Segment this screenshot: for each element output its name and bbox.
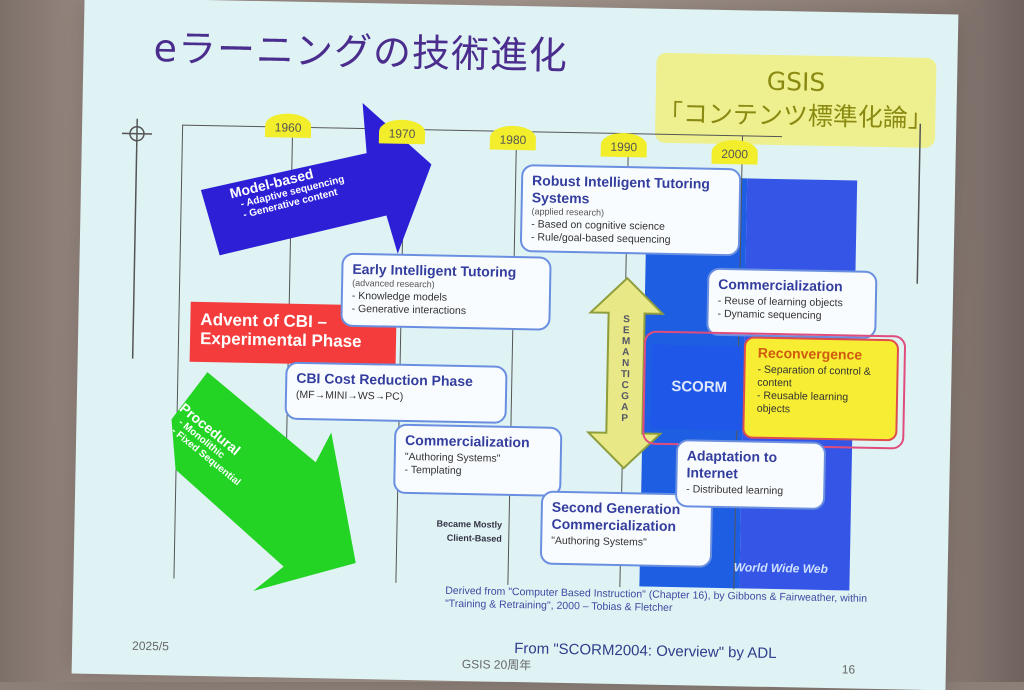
commercialization-2-items: - Reuse of learning objects - Dynamic se… (717, 294, 843, 322)
model-based-arrow (200, 103, 432, 256)
robust-its-items: - Based on cognitive science - Rule/goal… (530, 218, 671, 246)
commercialization-box-2: Commercialization - Reuse of learning ob… (706, 267, 878, 339)
cbi-cost-title: CBI Cost Reduction Phase (296, 369, 474, 390)
commercialization-2-title: Commercialization (718, 275, 843, 295)
adaptation-items: - Distributed learning (686, 483, 784, 498)
semantic-gap-arrow (585, 276, 666, 470)
timeline-left-line (131, 148, 138, 359)
robust-its-box: Robust Intelligent Tutoring Systems (app… (519, 164, 742, 257)
year-tab-1960: 1960 (264, 113, 312, 139)
robust-its-title: Robust Intelligent Tutoring Systems (531, 172, 711, 207)
reconvergence-title: Reconvergence (757, 344, 863, 363)
early-its-items: - Knowledge models - Generative interact… (351, 289, 467, 318)
commercialization-1-items: "Authoring Systems" - Templating (404, 450, 501, 477)
scorm-box: SCORM (650, 344, 748, 431)
timeline-decoration (121, 103, 922, 592)
cbi-cost-items: (MF→MINI→WS→PC) (295, 388, 404, 403)
cbi-cost-box: CBI Cost Reduction Phase (MF→MINI→WS→PC) (284, 361, 508, 424)
commercialization-box-1: Commercialization "Authoring Systems" - … (393, 423, 563, 497)
footer-page: 16 (841, 662, 856, 677)
timeline-right-line (916, 123, 922, 284)
crosshair-icon (121, 118, 152, 149)
became-mostly-label: Became Mostly Client-Based (436, 518, 503, 544)
year-tab-1980: 1980 (489, 125, 537, 151)
semantic-gap-label: SEMANTIC GAP (620, 314, 631, 425)
reconvergence-box: Reconvergence - Separation of control & … (742, 336, 900, 442)
second-gen-items: "Authoring Systems" (551, 534, 647, 549)
adaptation-box: Adaptation to Internet - Distributed lea… (674, 439, 827, 510)
reconvergence-items: - Separation of control & content - Reus… (756, 363, 871, 416)
footer-center: GSIS 20周年 (461, 657, 532, 673)
early-its-box: Early Intelligent Tutoring (advanced res… (340, 252, 552, 331)
adaptation-title: Adaptation to Internet (686, 447, 778, 482)
footer-date: 2025/5 (132, 638, 169, 654)
presentation-slide: eラーニングの技術進化 GSIS 「コンテンツ標準化論」 1960 1970 1… (71, 0, 959, 690)
commercialization-1-title: Commercialization (404, 431, 530, 451)
year-tab-1990: 1990 (600, 132, 648, 158)
year-tab-1970: 1970 (378, 119, 426, 145)
www-label: World Wide Web (733, 560, 828, 577)
procedural-arrow (171, 372, 356, 592)
year-tab-2000: 2000 (711, 139, 758, 165)
